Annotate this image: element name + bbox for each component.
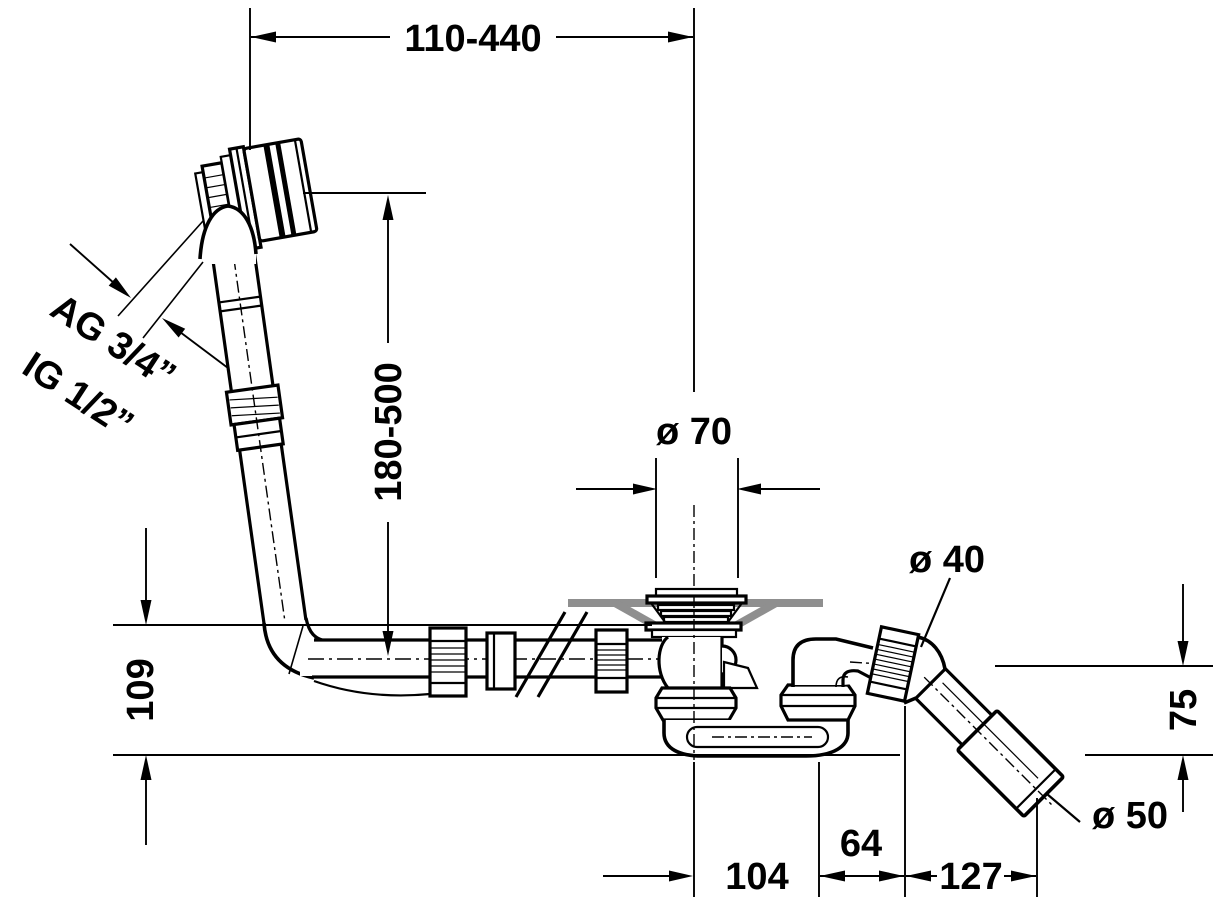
horizontal-waste-pipe (300, 611, 664, 698)
trap-outlet-ring (779, 683, 857, 722)
overflow-bell-dome (198, 204, 258, 264)
thread-callout-lines (117, 220, 204, 339)
dim-height-left-label: 109 (120, 658, 162, 721)
siphon-trap (654, 683, 857, 758)
callout-end-diameter: ø 50 (1046, 793, 1168, 837)
waste-pipe-coupling-2 (485, 631, 517, 691)
dim-height-range: 180-500 (303, 192, 426, 656)
break-mark-1 (514, 611, 567, 698)
dim-height-right: 75 (995, 584, 1213, 812)
dim-top-width-label: 110-440 (404, 18, 541, 60)
outlet-45-pipe (913, 666, 1065, 818)
dim-top-width: 110-440 (249, 8, 695, 392)
waste-pipe-coupling-1 (428, 626, 468, 698)
trap-inlet-ring (654, 686, 738, 722)
dim-offset-mid-label: 64 (840, 823, 882, 865)
dim-height-left: 109 (113, 528, 900, 845)
drain-union-nut (594, 628, 629, 694)
dim-height-right-label: 75 (1163, 689, 1205, 731)
callout-threads: AG 3/4” IG 1/2” (15, 243, 229, 446)
callout-outlet-diameter: ø 40 (909, 539, 985, 648)
overflow-riser-pipe (210, 247, 309, 632)
dim-height-range-label: 180-500 (368, 362, 410, 501)
outlet-union-nut (865, 624, 921, 704)
callout-end-diameter-label: ø 50 (1092, 795, 1168, 837)
dim-drain-diameter: ø 70 (576, 411, 820, 588)
break-mark-2 (536, 611, 589, 698)
outlet-elbow-assembly (791, 624, 1065, 818)
drain-body (657, 635, 759, 690)
trap-inner (685, 725, 830, 749)
dim-drain-diameter-label: ø 70 (656, 411, 732, 453)
drain-strainer (644, 587, 748, 639)
dim-offset-center-label: 104 (725, 856, 788, 898)
dim-bottom-chain: 104 64 127 (603, 706, 1038, 898)
elbow-socket-line (313, 679, 431, 697)
dim-offset-outlet-label: 127 (939, 856, 1002, 898)
callout-outlet-diameter-label: ø 40 (909, 539, 985, 581)
